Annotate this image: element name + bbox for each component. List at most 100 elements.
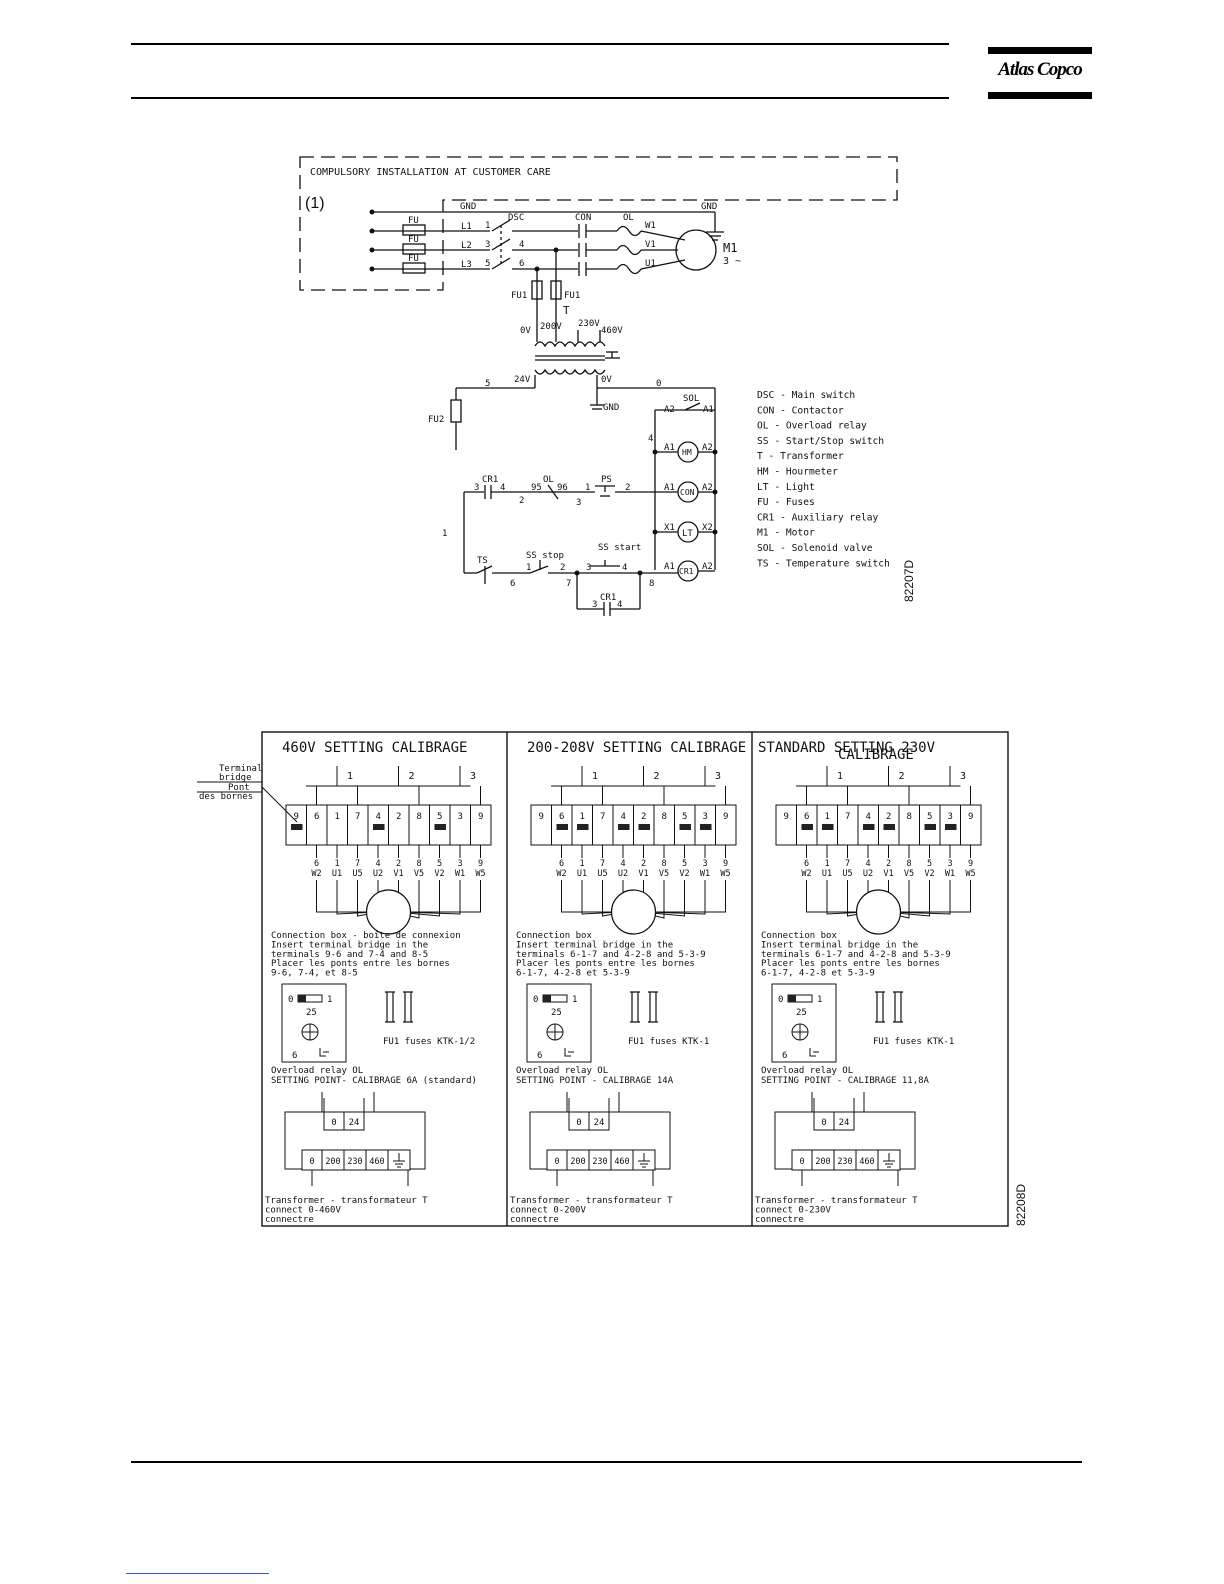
terminal-number: 4 (866, 812, 871, 822)
label-gnd-secondary: GND (603, 403, 619, 413)
footer-link-underline (126, 1573, 269, 1574)
terminal-number: 2 (396, 812, 401, 822)
connection-box-text: Insert terminal bridge in the (516, 940, 673, 950)
wire-label: V1 (638, 869, 648, 879)
terminal-number: 1 (580, 812, 585, 822)
tx-terminal-secondary: 24 (594, 1118, 605, 1128)
tx-terminal-primary: 460 (614, 1157, 629, 1167)
label-x2: X2 (702, 523, 713, 533)
label-l3: L3 (461, 260, 472, 270)
wire-label: V5 (904, 869, 914, 879)
label-wire-4: 4 (648, 434, 653, 444)
panel-title: 200-208V SETTING CALIBRAGE (527, 740, 746, 756)
label-wire-5: 5 (485, 379, 490, 389)
tx-terminal-secondary: 0 (821, 1118, 826, 1128)
label-cr1-coil-a1: A1 (664, 562, 675, 572)
tx-terminal-secondary: 24 (839, 1118, 850, 1128)
label-0v-primary: 0V (520, 326, 531, 336)
connection-box-text: Insert terminal bridge in the (271, 940, 428, 950)
label-stop-2: 2 (560, 563, 565, 573)
tx-terminal-primary: 230 (837, 1157, 852, 1167)
label-start-3: 3 (586, 563, 591, 573)
label-l1: L1 (461, 222, 472, 232)
wire-label: V1 (883, 869, 893, 879)
label-u1: U1 (645, 259, 656, 269)
label-wire-2: 2 (519, 496, 524, 506)
label-ps-1: 1 (585, 483, 590, 493)
label-start-4: 4 (622, 563, 627, 573)
wire-label: U2 (373, 869, 383, 879)
terminal-number: 1 (825, 812, 830, 822)
label-l2: L2 (461, 241, 472, 251)
label-stop-1: 1 (526, 563, 531, 573)
label-dsc-1: 1 (485, 221, 490, 231)
label-dsc-3: 3 (485, 240, 490, 250)
wire-number: 9 (723, 859, 728, 869)
wire-number: 9 (968, 859, 973, 869)
connection-box-text: Placer les ponts entre les bornes (761, 959, 940, 969)
wire-number: 9 (478, 859, 483, 869)
figure-code-82207d: 82207D (902, 560, 916, 602)
transformer-text: connectre (755, 1215, 804, 1225)
terminal-number: 4 (621, 812, 626, 822)
relay-scale-0: 0 (778, 995, 783, 1005)
connection-box-text: terminals 9-6 and 7-4 and 8-5 (271, 950, 428, 960)
wire-number: 4 (865, 859, 870, 869)
relay-scale-25: 25 (551, 1008, 562, 1018)
label-ps: PS (601, 475, 612, 485)
terminal-number: 1 (335, 812, 340, 822)
label-w1: W1 (645, 221, 656, 231)
label-95: 95 (531, 483, 542, 493)
wire-number: 7 (355, 859, 360, 869)
connection-box-text: 6-1-7, 4-2-8 et 5-3-9 (761, 969, 875, 979)
label-ss-stop: SS stop (526, 551, 564, 561)
wire-label: U2 (618, 869, 628, 879)
wire-label: W5 (720, 869, 730, 879)
wire-number: 1 (579, 859, 584, 869)
label-cr1-contact: CR1 (482, 475, 498, 485)
label-fu2: FU2 (428, 415, 444, 425)
label-wire-1: 1 (442, 529, 447, 539)
terminal-number: 6 (559, 812, 564, 822)
label-con-a2: A2 (702, 483, 713, 493)
wire-label: W1 (700, 869, 710, 879)
wire-label: U5 (597, 869, 607, 879)
label-ss-start: SS start (598, 543, 641, 553)
label-cr1-hold-3: 3 (592, 600, 597, 610)
legend-item: CON - Contactor (757, 405, 844, 416)
label-ts: TS (477, 556, 488, 566)
terminal-number: 9 (294, 812, 299, 822)
wire-label: U1 (822, 869, 832, 879)
wire-label: W5 (475, 869, 485, 879)
wire-number: 8 (661, 859, 666, 869)
phase-number: 1 (592, 771, 598, 782)
connection-box-text: 9-6, 7-4, et 8-5 (271, 969, 358, 979)
relay-scale-1: 1 (572, 995, 577, 1005)
wire-number: 5 (682, 859, 687, 869)
label-gnd-right: GND (701, 202, 717, 212)
brand-logo-text: Atlas Copco (998, 59, 1082, 80)
label-m1: M1 (723, 241, 737, 255)
label-sol-a1: A1 (703, 405, 714, 415)
terminal-number: 7 (845, 812, 850, 822)
terminal-bridge-label-4: des bornes (199, 792, 253, 802)
terminal-number: 9 (784, 812, 789, 822)
label-cr1-coil: CR1 (679, 567, 694, 576)
connection-box-text: Placer les ponts entre les bornes (516, 959, 695, 969)
wire-number: 4 (375, 859, 380, 869)
label-ps-2: 2 (625, 483, 630, 493)
label-cr1-coil-a2: A2 (702, 562, 713, 572)
label-phase: 3 ~ (723, 256, 741, 267)
label-cr1-4: 4 (500, 483, 505, 493)
relay-setting-text: Overload relay OL (761, 1066, 853, 1076)
wire-number: 3 (457, 859, 462, 869)
tx-terminal-primary: 460 (859, 1157, 874, 1167)
wire-number: 8 (906, 859, 911, 869)
label-wire-8: 8 (649, 579, 654, 589)
legend-item: SOL - Solenoid valve (757, 543, 873, 554)
wire-number: 2 (641, 859, 646, 869)
label-cr1-hold-4: 4 (617, 600, 622, 610)
fuse-spec: FU1 fuses KTK-1 (873, 1037, 954, 1047)
label-hm: HM (682, 448, 692, 457)
wire-number: 2 (886, 859, 891, 869)
